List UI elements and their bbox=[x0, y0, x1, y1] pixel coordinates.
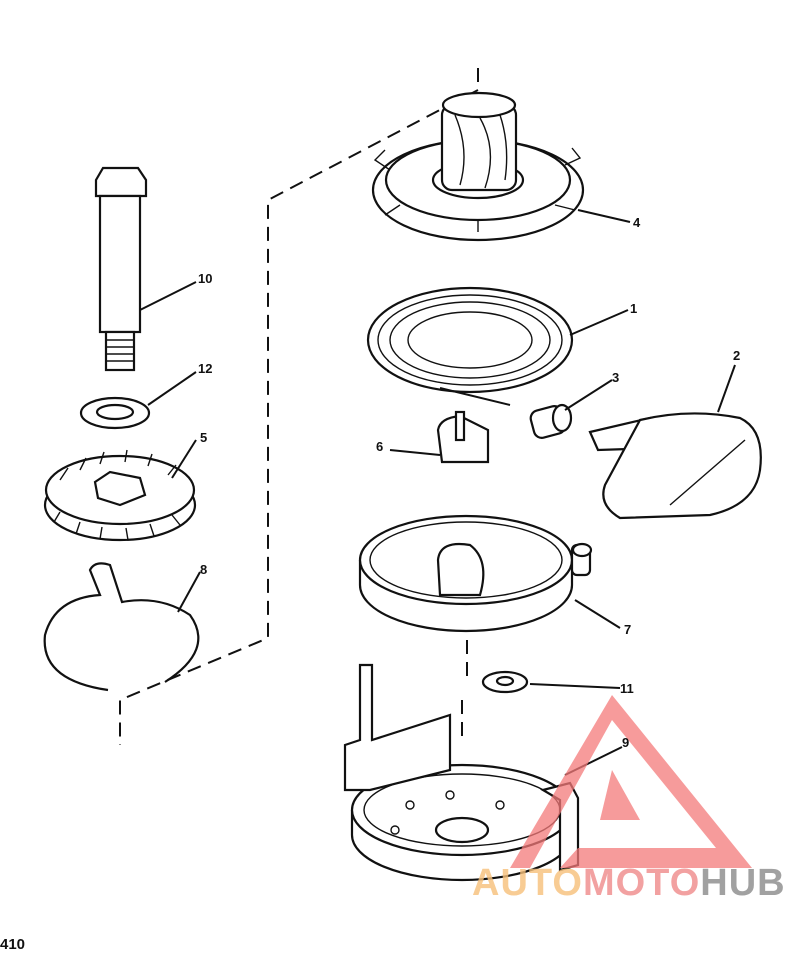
callout-8: 8 bbox=[200, 562, 207, 577]
watermark-moto: MOTO bbox=[582, 862, 701, 904]
callout-9: 9 bbox=[622, 735, 629, 750]
starter-base-housing bbox=[343, 663, 580, 882]
part-10-bolt bbox=[94, 166, 148, 372]
part-5-ratchet-gear bbox=[43, 449, 197, 542]
part-7-spring-housing bbox=[358, 514, 593, 633]
part-3-bushing bbox=[529, 403, 573, 439]
part-12-washer bbox=[79, 396, 151, 430]
figure-number: 410 bbox=[0, 936, 26, 953]
callout-12: 12 bbox=[198, 361, 212, 376]
part-2-starter-handle bbox=[588, 412, 762, 520]
callout-1: 1 bbox=[630, 301, 637, 316]
part-11-washer bbox=[481, 670, 529, 694]
callout-10: 10 bbox=[198, 271, 212, 286]
callout-3: 3 bbox=[612, 370, 619, 385]
watermark-hub: HUB bbox=[700, 862, 786, 904]
callout-2: 2 bbox=[733, 348, 740, 363]
assembly-dashed-line bbox=[119, 68, 479, 745]
watermark-auto: AUTO bbox=[472, 862, 583, 904]
part-6-pawl bbox=[436, 410, 490, 464]
callout-11: 11 bbox=[620, 681, 634, 696]
part-1-recoil-spring bbox=[366, 286, 574, 406]
leader-lines bbox=[139, 209, 736, 776]
callout-4: 4 bbox=[633, 215, 641, 230]
callout-5: 5 bbox=[200, 430, 207, 445]
watermark-logo bbox=[510, 695, 752, 868]
callout-7: 7 bbox=[624, 622, 631, 637]
watermark-text: AUTOMOTOHUB bbox=[472, 862, 786, 905]
part-8-spring-clip bbox=[43, 562, 200, 692]
callout-6: 6 bbox=[376, 439, 383, 454]
part-4-drive-plate bbox=[371, 91, 585, 242]
